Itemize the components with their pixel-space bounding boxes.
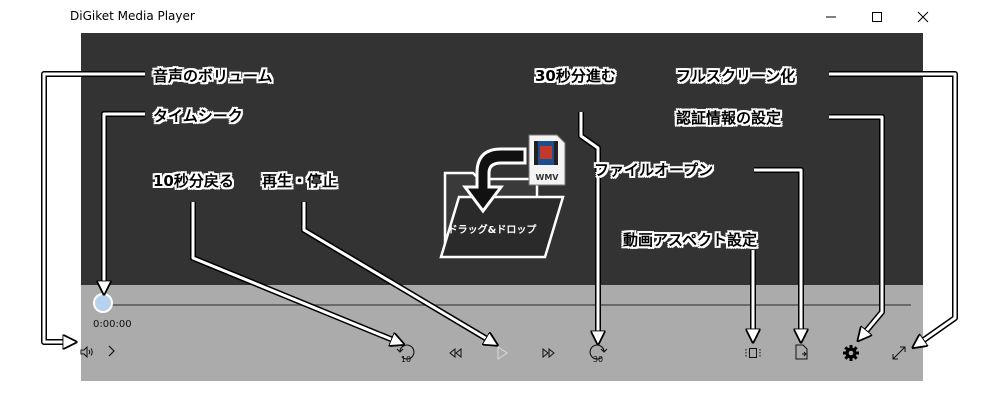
svg-text:10: 10 — [401, 355, 411, 364]
drag-drop-illustration: WMV ドラッグ&ドロップ — [439, 134, 566, 259]
video-file-icon: WMV — [528, 134, 566, 186]
speaker-icon — [80, 346, 93, 358]
annotation-seek: タイムシーク — [153, 107, 243, 125]
skip-forward-button[interactable] — [539, 343, 559, 363]
maximize-button[interactable] — [854, 0, 900, 33]
fullscreen-icon — [892, 346, 906, 360]
open-file-button[interactable] — [792, 341, 812, 363]
fast-rewind-icon — [449, 348, 462, 358]
seek-track[interactable] — [105, 304, 911, 306]
annotation-rewind: 10秒分戻る — [153, 172, 234, 190]
folder-front-icon — [439, 195, 565, 259]
annotation-auth: 認証情報の設定 — [676, 109, 782, 127]
chevron-right-icon — [108, 345, 115, 357]
open-file-icon — [795, 344, 808, 360]
annotation-volume: 音声のボリューム — [153, 67, 273, 85]
forward-30-icon: 30 — [589, 344, 608, 364]
maximize-icon — [872, 11, 882, 22]
elapsed-time: 0:00:00 — [93, 319, 132, 330]
fullscreen-button[interactable] — [888, 342, 910, 364]
aspect-ratio-icon — [745, 348, 761, 358]
arrow-down-icon — [462, 147, 527, 214]
svg-text:WMV: WMV — [536, 173, 560, 182]
drop-label: ドラッグ&ドロップ — [448, 223, 538, 236]
close-icon — [917, 11, 929, 22]
volume-button[interactable] — [79, 343, 95, 361]
minimize-button[interactable] — [808, 0, 854, 33]
skip-back-button[interactable] — [445, 343, 465, 363]
annotation-play: 再生・停止 — [262, 172, 338, 190]
annotation-forward: 30秒分進む — [535, 67, 616, 85]
annotation-open: ファイルオープン — [594, 161, 714, 179]
fast-forward-icon — [542, 348, 555, 358]
title-bar: DiGiket Media Player — [0, 0, 1000, 33]
control-bar: 0:00:00 10 30 — [79, 285, 923, 381]
close-button[interactable] — [900, 0, 946, 33]
volume-expand-button[interactable] — [103, 341, 119, 361]
gear-icon — [843, 345, 859, 361]
settings-button[interactable] — [840, 342, 862, 364]
play-button[interactable] — [492, 343, 512, 363]
play-icon — [497, 346, 508, 360]
annotation-aspect: 動画アスペクト設定 — [623, 231, 757, 249]
window-title: DiGiket Media Player — [70, 9, 195, 23]
annotation-fullscreen: フルスクリーン化 — [676, 67, 796, 85]
aspect-ratio-button[interactable] — [743, 343, 763, 363]
svg-text:30: 30 — [593, 355, 603, 364]
forward-30-button[interactable]: 30 — [586, 341, 610, 365]
minimize-icon — [826, 16, 836, 17]
